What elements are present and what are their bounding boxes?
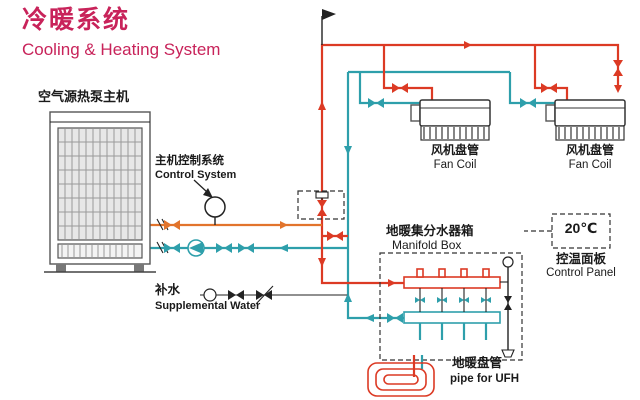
manifold-box-label-en: Manifold Box [392, 238, 462, 252]
temperature-reading: 20℃ [564, 220, 598, 236]
manifold-return-bar [403, 311, 501, 324]
ufh-coil [367, 355, 435, 397]
control-panel-label-en: Control Panel [546, 267, 616, 279]
ufh-label-en: pipe for UFH [450, 373, 519, 385]
manifold-loops [415, 288, 491, 340]
fan-coil-1-label-cn: 风机盘管 [430, 143, 479, 157]
motorized-valve-icon [315, 191, 329, 216]
supplemental-water-fittings [203, 285, 274, 305]
air-vent-icon [321, 9, 336, 45]
pointer-arrow-icon [193, 179, 213, 198]
control-system-label-cn: 主机控制系统 [155, 155, 224, 167]
valve-icon [164, 220, 180, 230]
heat-pump-unit [44, 111, 156, 273]
ufh-label-cn: 地暖盘管 [452, 356, 503, 370]
valve-cluster-box [297, 190, 345, 220]
valve-icon [228, 290, 244, 300]
valve-icon [327, 60, 623, 241]
pump-icon [187, 239, 205, 257]
manifold-supply-bar [403, 268, 501, 289]
control-panel-label-cn: 控温面板 [555, 252, 606, 266]
fan-coil-unit [410, 99, 491, 141]
mixing-unit-icon [500, 256, 515, 358]
meter-icon [203, 288, 217, 302]
fan-coil-1-label-en: Fan Coil [433, 159, 477, 171]
supplemental-water-label-cn: 补水 [155, 283, 181, 297]
control-system-label-en: Control System [155, 169, 237, 181]
valve-icon [164, 98, 536, 323]
fan-coil-2-label-cn: 风机盘管 [565, 143, 614, 157]
fan-coil-2-label-en: Fan Coil [568, 159, 612, 171]
supplemental-water-label-en: Supplemental Water [155, 300, 261, 312]
manifold-box-label-cn: 地暖集分水器箱 [386, 224, 474, 238]
fan-coil-unit [545, 99, 626, 141]
heat-pump-label: 空气源热泵主机 [38, 89, 130, 104]
control-panel-box [551, 213, 611, 249]
page-title-cn: 冷暖系统 [22, 6, 131, 34]
page-title-en: Cooling & Heating System [22, 40, 221, 59]
pressure-gauge-icon [204, 196, 226, 225]
flow-arrow-icon [279, 41, 622, 322]
manifold-box-outline [379, 252, 523, 361]
